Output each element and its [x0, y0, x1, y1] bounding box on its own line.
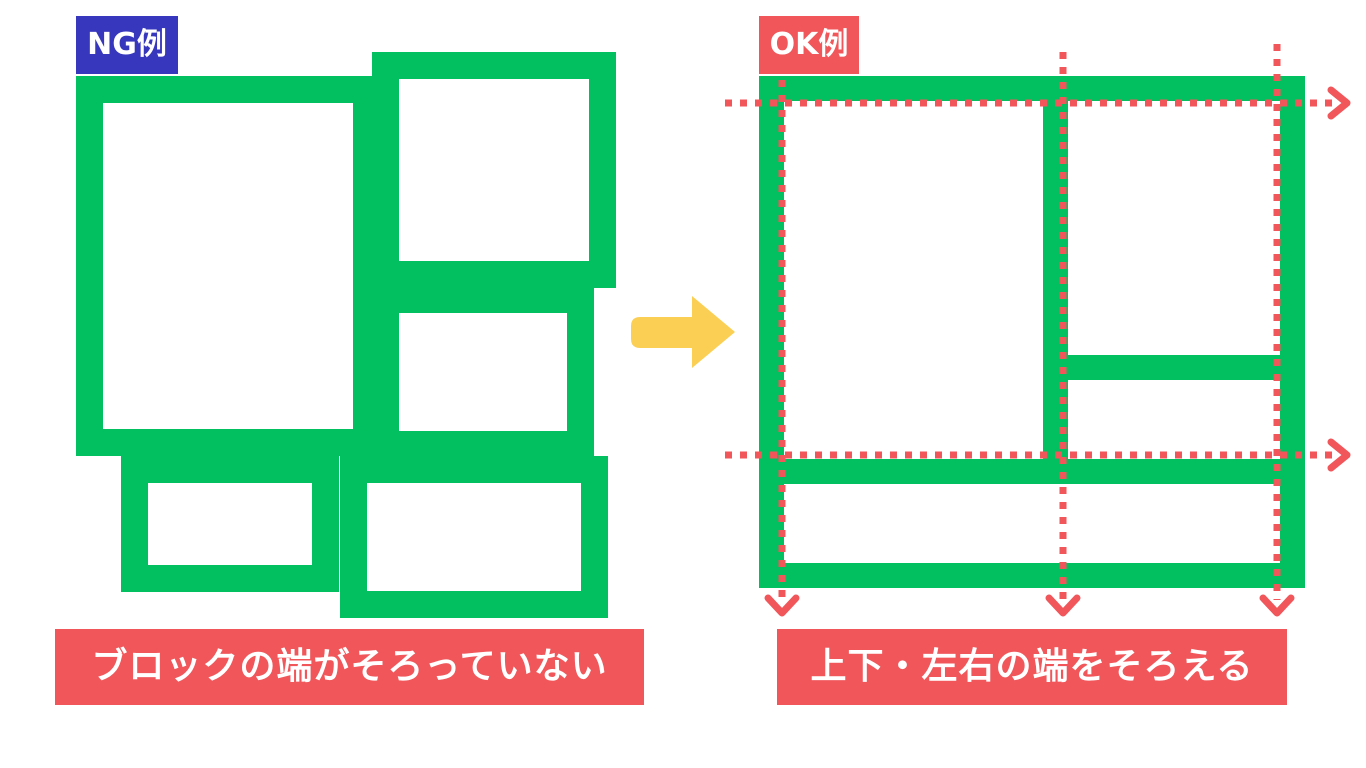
- chevron-down-icon: [764, 594, 800, 617]
- chevron-down-icon: [1045, 594, 1081, 617]
- chevron-right-icon: [1327, 86, 1351, 120]
- ng-block-bottom-left: [121, 456, 339, 592]
- ng-block-large: [76, 76, 380, 456]
- chevron-right-icon: [1327, 438, 1351, 472]
- ng-caption: ブロックの端がそろっていない: [55, 629, 644, 705]
- ok-caption: 上下・左右の端をそろえる: [777, 629, 1287, 705]
- ng-block-top-right: [372, 52, 616, 288]
- ng-block-middle-right: [372, 286, 594, 458]
- ok-label: OK例: [759, 16, 859, 74]
- ok-layout-frame: [759, 76, 1305, 588]
- ng-label: NG例: [76, 16, 178, 74]
- ng-block-bottom-right: [340, 456, 608, 618]
- chevron-down-icon: [1259, 594, 1295, 617]
